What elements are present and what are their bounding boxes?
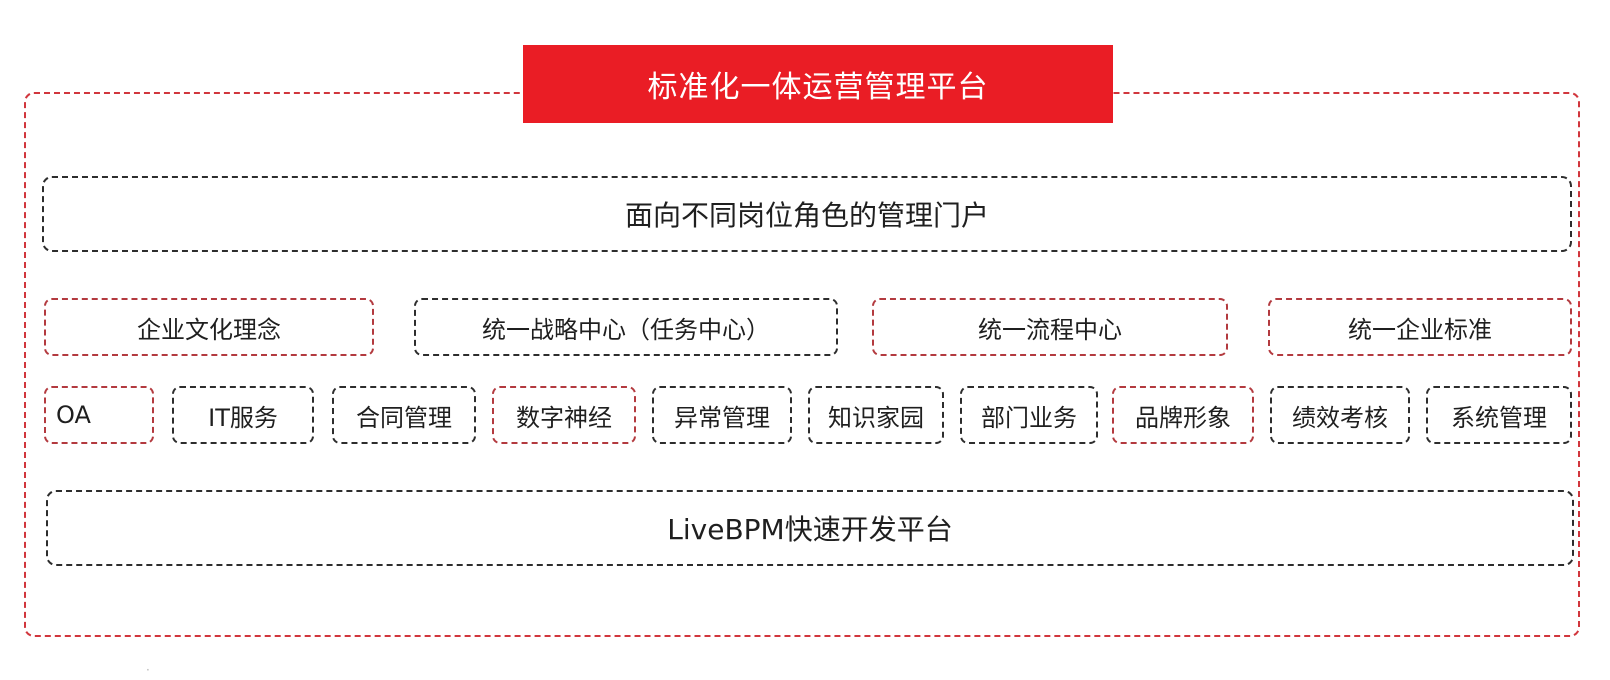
module-system-management: 系统管理	[1426, 386, 1572, 444]
module-digital-nerve: 数字神经	[492, 386, 636, 444]
module-department-business: 部门业务	[960, 386, 1098, 444]
livebpm-platform-box: LiveBPM快速开发平台	[46, 490, 1574, 566]
module-brand-image: 品牌形象	[1112, 386, 1254, 444]
platform-title-banner: 标准化一体运营管理平台	[523, 45, 1113, 123]
strategy-center-box: 统一战略中心（任务中心）	[414, 298, 838, 356]
module-knowledge-home: 知识家园	[808, 386, 944, 444]
scan-mark: ·	[146, 663, 150, 677]
culture-center-box: 企业文化理念	[44, 298, 374, 356]
module-performance-review: 绩效考核	[1270, 386, 1410, 444]
role-portal-box: 面向不同岗位角色的管理门户	[42, 176, 1572, 252]
enterprise-standard-box: 统一企业标准	[1268, 298, 1572, 356]
process-center-box: 统一流程中心	[872, 298, 1228, 356]
module-contract-management: 合同管理	[332, 386, 476, 444]
module-it-service: IT服务	[172, 386, 314, 444]
module-exception-management: 异常管理	[652, 386, 792, 444]
module-oa: OA	[44, 386, 154, 444]
